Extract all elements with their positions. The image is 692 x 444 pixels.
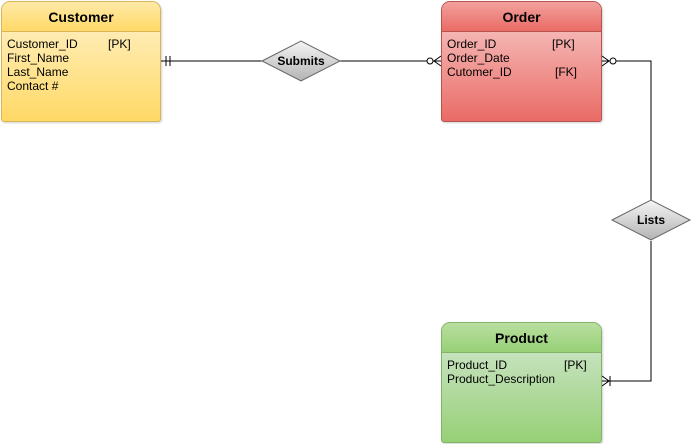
attribute-row[interactable]: Product_ID [PK] (442, 358, 601, 372)
order-right-zero-marker (609, 57, 617, 65)
attribute-key-badge: [PK] (552, 37, 575, 51)
attribute-row[interactable]: Product_Description (442, 372, 601, 386)
attribute-key-badge: [PK] (108, 37, 131, 51)
lists-diamond[interactable] (610, 199, 692, 241)
attribute-row[interactable]: Customer_ID [PK] (2, 37, 160, 51)
customer-entity-title: Customer (2, 2, 160, 32)
attribute-name: Last_Name (7, 65, 69, 79)
product-entity-title: Product (442, 323, 601, 353)
attribute-row[interactable]: Order_ID [PK] (442, 37, 601, 51)
order-many-marker (433, 55, 442, 67)
submits-label: Submits (277, 54, 325, 68)
order-attribute-list: Order_ID [PK] Order_Date Cutomer_ID [FK] (442, 32, 601, 79)
order-lists-line[interactable] (602, 60, 652, 200)
attribute-key-badge: [PK] (564, 358, 587, 372)
attribute-name: Order_ID (447, 37, 497, 51)
product-entity[interactable]: Product Product_ID [PK] Product_Descript… (441, 322, 602, 443)
customer-attribute-list: Customer_ID [PK] First_Name Last_Name Co… (2, 32, 160, 93)
attribute-row[interactable]: Last_Name (2, 65, 160, 79)
attribute-name: Product_ID (447, 358, 508, 372)
order-right-many-marker (601, 55, 610, 67)
product-many-marker (601, 375, 610, 387)
attribute-name: Product_Description (447, 372, 556, 386)
attribute-name: Contact # (7, 79, 59, 93)
attribute-row[interactable]: Cutomer_ID [FK] (442, 65, 601, 79)
order-zero-marker (426, 57, 434, 65)
order-entity-title: Order (442, 2, 601, 32)
attribute-name: Cutomer_ID (447, 65, 512, 79)
attribute-name: First_Name (7, 51, 70, 65)
lists-product-line[interactable] (602, 241, 652, 382)
attribute-name: Customer_ID (7, 37, 78, 51)
submits-diamond[interactable] (260, 40, 342, 82)
attribute-key-badge: [FK] (555, 65, 578, 79)
product-attribute-list: Product_ID [PK] Product_Description (442, 353, 601, 386)
lists-label: Lists (636, 213, 666, 227)
attribute-name: Order_Date (447, 51, 510, 65)
attribute-row[interactable]: First_Name (2, 51, 160, 65)
order-entity[interactable]: Order Order_ID [PK] Order_Date Cutomer_I… (441, 1, 602, 122)
attribute-row[interactable]: Contact # (2, 79, 160, 93)
customer-entity[interactable]: Customer Customer_ID [PK] First_Name Las… (1, 1, 161, 122)
attribute-row[interactable]: Order_Date (442, 51, 601, 65)
